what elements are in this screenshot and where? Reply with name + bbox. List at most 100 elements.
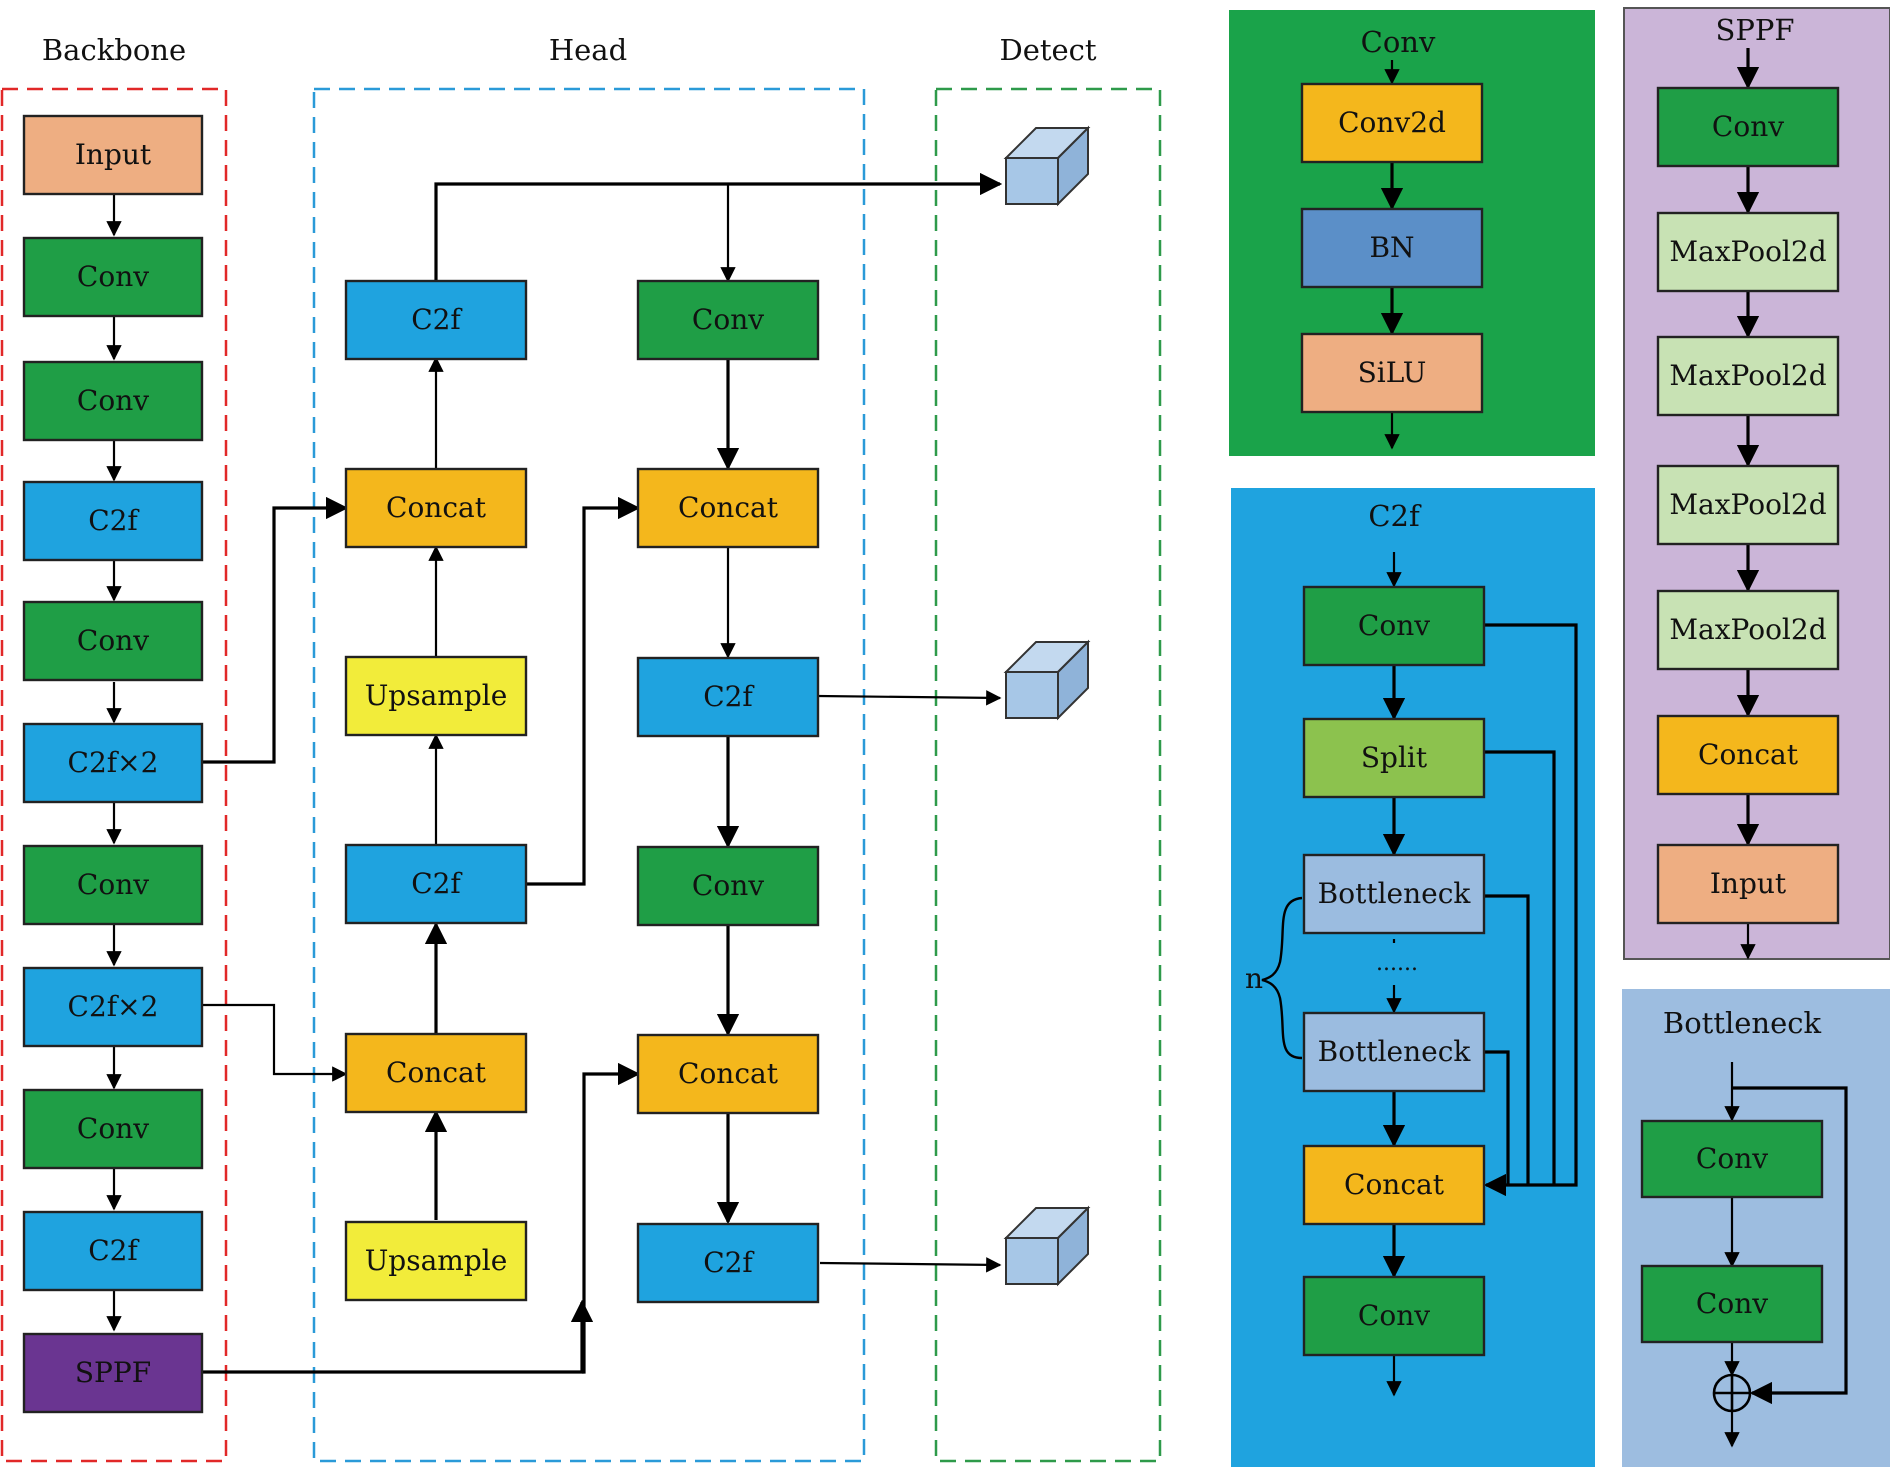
c2f-detail-block-1-label: Split [1361,741,1428,774]
sppf-detail-block-0: Conv [1656,86,1840,168]
head-right-block-3-label: Conv [692,869,764,902]
head-left-block-0-label: C2f [411,303,463,336]
c2f-detail-block-5-label: Conv [1358,1299,1430,1332]
backbone-block-2-box [22,360,204,442]
head-left-block-5: Upsample [344,1220,528,1302]
backbone-block-7: C2f×2 [22,966,204,1048]
c2f-detail-block-5: Conv [1302,1275,1486,1357]
sppf-detail-block-0-label: Conv [1712,110,1784,143]
head-right-block-2: C2f [636,656,820,738]
head-left-block-4: Concat [344,1032,528,1114]
backbone-block-10-label: SPPF [75,1356,151,1389]
c2f-detail-block-3-box [1302,1011,1486,1093]
sppf-detail-block-1-label: MaxPool2d [1669,235,1826,268]
c2f-detail-arrows [1382,552,1578,1397]
sppf-detail-block-3: MaxPool2d [1656,464,1840,546]
conv-detail-block-0-box [1300,82,1484,164]
sppf-detail-block-6-label: Input [1710,867,1787,900]
sppf-detail-block-2-box [1656,335,1840,417]
c2f-detail-title: C2f [1368,499,1422,533]
backbone-block-3-label: C2f [88,504,140,537]
backbone-block-4-label: Conv [77,624,149,657]
head-right-block-5: C2f [636,1222,820,1304]
bottleneck-detail-title: Bottleneck [1663,1006,1822,1040]
backbone-block-6-box [22,844,204,926]
detect-region [934,87,1162,1463]
backbone-block-1: Conv [22,236,204,318]
head-right-block-1-label: Concat [678,491,779,524]
sppf-detail-block-4-box [1656,589,1840,671]
backbone-block-9-label: C2f [88,1234,140,1267]
head-arrows [202,172,1003,1374]
c2f-detail-block-0-label: Conv [1358,609,1430,642]
c2f-detail-block-0-box [1302,585,1486,667]
backbone-block-10-box [22,1332,204,1414]
backbone-block-3: C2f [22,480,204,562]
sppf-detail-block-3-box [1656,464,1840,546]
c2f-detail-block-0: Conv [1302,585,1486,667]
backbone-block-1-label: Conv [77,260,149,293]
sppf-detail-block-2: MaxPool2d [1656,335,1840,417]
detect-outputs [1003,125,1091,1287]
sppf-detail-block-4: MaxPool2d [1656,589,1840,671]
head-left-block-1: Concat [344,467,528,549]
conv-detail-block-1-box [1300,207,1484,289]
conv-detail-title: Conv [1361,25,1436,59]
bottleneck-detail-block-1: Conv [1640,1264,1824,1344]
sppf-detail-block-1-box [1656,211,1840,293]
backbone-block-0-label: Input [75,138,152,171]
head-blocks: C2fConcatUpsampleC2fConcatUpsampleConvCo… [344,279,820,1304]
detect-output-cube-icon [1003,639,1091,721]
backbone-block-2-label: Conv [77,384,149,417]
backbone-block-8-box [22,1088,204,1170]
backbone-block-3-box [22,480,204,562]
c2f-detail-block-2-label: Bottleneck [1318,877,1472,910]
c2f-detail-block-4-label: Concat [1344,1168,1445,1201]
conv-detail-block-0-label: Conv2d [1338,106,1446,139]
sppf-detail-block-4-label: MaxPool2d [1669,613,1826,646]
backbone-blocks: InputConvConvC2fConvC2f×2ConvC2f×2ConvC2… [22,114,204,1414]
backbone-block-7-label: C2f×2 [68,990,159,1023]
head-left-block-5-label: Upsample [365,1244,508,1277]
conv-detail-block-0: Conv2d [1300,82,1484,164]
head-region [312,87,866,1463]
head-left-block-4-box [344,1032,528,1114]
head-left-block-2: Upsample [344,655,528,737]
head-right-block-4-label: Concat [678,1057,779,1090]
conv-detail-block-1: BN [1300,207,1484,289]
head-left-block-2-label: Upsample [365,679,508,712]
head-right-block-5-label: C2f [703,1246,755,1279]
c2f-detail-block-1: Split [1302,717,1486,799]
conv-detail-block-2: SiLU [1300,332,1484,414]
bottleneck-detail-block-0: Conv [1640,1119,1824,1199]
backbone-block-8-label: Conv [77,1112,149,1145]
detect-output-cube-icon [1003,1205,1091,1287]
conv-detail-block-2-label: SiLU [1358,356,1427,389]
backbone-block-10: SPPF [22,1332,204,1414]
conv-detail-block-2-box [1300,332,1484,414]
backbone-block-2: Conv [22,360,204,442]
backbone-block-5-box [22,722,204,804]
bottleneck-detail-panel [1622,989,1890,1467]
head-left-block-0: C2f [344,279,528,361]
head-left-block-1-label: Concat [386,491,487,524]
backbone-block-0-box [22,114,204,196]
head-right-block-2-box [636,656,820,738]
detect-output-cube-icon [1003,125,1091,207]
bottleneck-detail-block-1-label: Conv [1696,1287,1768,1320]
c2f-detail-block-1-box [1302,717,1486,799]
add-node-icon [1712,1373,1752,1413]
head-right-block-5-box [636,1222,820,1304]
head-right-block-0: Conv [636,279,820,361]
backbone-block-4: Conv [22,600,204,682]
bottleneck-detail-block-0-box [1640,1119,1824,1199]
bottleneck-detail-block-1-box [1640,1264,1824,1344]
conv-detail-block-1-label: BN [1369,231,1414,264]
backbone-block-7-box [22,966,204,1048]
head-right-block-1-box [636,467,820,549]
backbone-block-1-box [22,236,204,318]
head-right-block-0-label: Conv [692,303,764,336]
head-right-block-0-box [636,279,820,361]
backbone-block-6: Conv [22,844,204,926]
